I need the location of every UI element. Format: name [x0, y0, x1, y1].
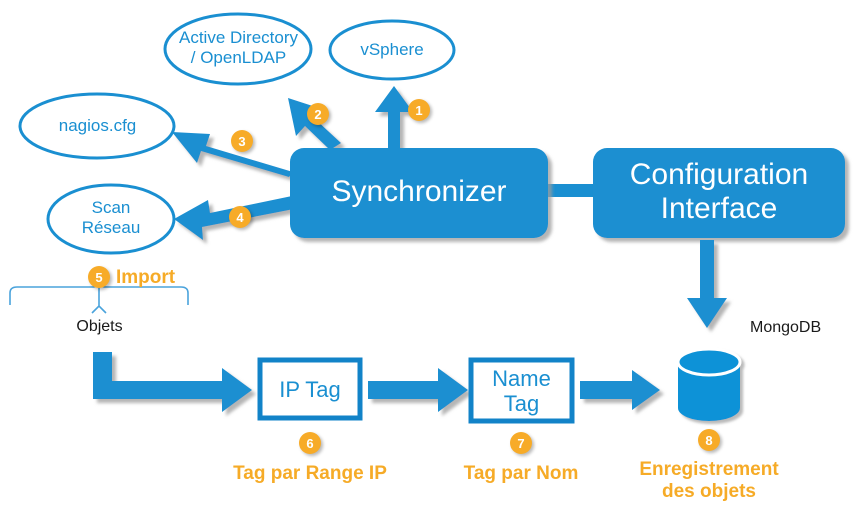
step-badge-7: 7	[510, 432, 532, 454]
step-badge-8: 8	[698, 429, 720, 451]
box-configuration-interface[interactable]	[593, 148, 845, 238]
arrow-to-vsphere	[375, 86, 413, 148]
connector-synchronizer-config	[545, 184, 599, 197]
box-ip-tag[interactable]	[257, 357, 363, 421]
step-badge-5: 5	[88, 266, 110, 288]
box-name-tag[interactable]	[468, 357, 575, 424]
ellipse-vsphere	[328, 19, 456, 81]
step-badge-3: 3	[231, 130, 253, 152]
step-badge-6: 6	[299, 432, 321, 454]
ellipse-nagios-cfg	[18, 92, 176, 160]
ellipse-scan-reseau	[46, 183, 176, 255]
arrow-config-to-mongodb	[687, 240, 727, 328]
arrow-objets-to-ip-tag	[93, 352, 252, 412]
ellipse-active-directory	[163, 12, 313, 86]
arrow-name-tag-to-mongodb	[580, 370, 660, 410]
step-badge-1: 1	[408, 99, 430, 121]
box-synchronizer[interactable]	[290, 148, 548, 238]
mongodb-cylinder-icon	[676, 347, 742, 421]
step-badge-2: 2	[307, 103, 329, 125]
arrow-ip-tag-to-name-tag	[368, 368, 468, 412]
step-badge-4: 4	[229, 206, 251, 228]
arrow-to-nagios	[172, 132, 293, 177]
